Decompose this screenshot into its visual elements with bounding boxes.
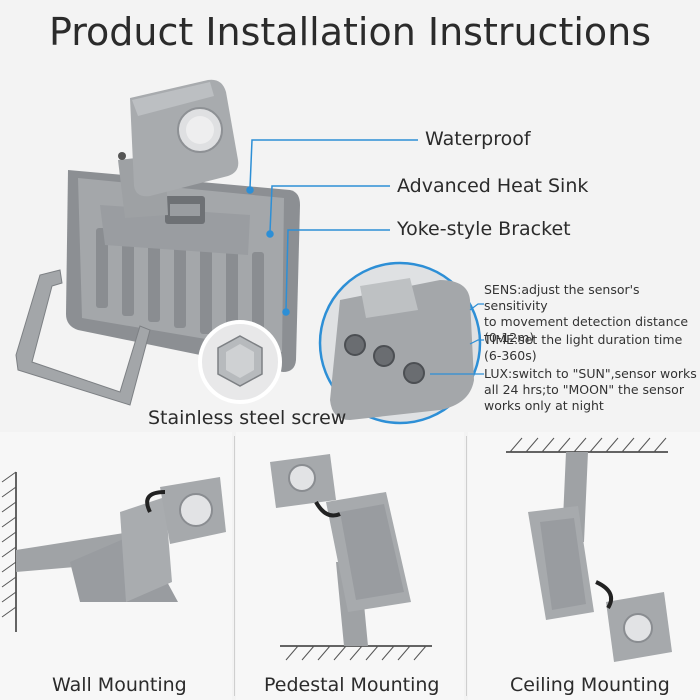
time-description: TIME:set the light duration time (6-360s… <box>484 332 682 364</box>
callout-heat-sink: Advanced Heat Sink <box>397 175 589 197</box>
lux-description: LUX:switch to "SUN",sensor works all 24 … <box>484 366 697 414</box>
yoke-bracket <box>15 269 151 406</box>
callout-bracket: Yoke-style Bracket <box>397 218 571 240</box>
time-line-1: TIME:set the light duration time <box>484 332 683 347</box>
floodlight-illustration <box>15 79 484 425</box>
sens-line-1: SENS:adjust the sensor's sensitivity <box>484 282 640 313</box>
callout-screw: Stainless steel screw <box>148 407 347 429</box>
wall-mounting-label: Wall Mounting <box>52 674 187 696</box>
lux-line-3: works only at night <box>484 398 604 413</box>
sens-line-2: to movement detection distance <box>484 314 689 329</box>
time-line-2: (6-360s) <box>484 348 537 363</box>
sensor-closeup <box>318 261 482 425</box>
callout-waterproof: Waterproof <box>425 128 531 150</box>
sens-description: SENS:adjust the sensor's sensitivity to … <box>484 282 700 346</box>
pir-sensor <box>118 79 239 197</box>
lux-line-2: all 24 hrs;to "MOON" the sensor <box>484 382 684 397</box>
ceiling-mounting-panel: Ceiling Mounting <box>468 432 700 700</box>
wall-mounting-panel: Wall Mounting <box>0 432 232 700</box>
lux-line-1: LUX:switch to "SUN",sensor works <box>484 366 697 381</box>
screw-detail <box>198 320 282 404</box>
page-title: Product Installation Instructions <box>48 10 652 54</box>
callout-lines <box>246 139 418 316</box>
ceiling-mounting-label: Ceiling Mounting <box>510 674 670 696</box>
panel-divider-1 <box>234 436 235 696</box>
panel-divider-2 <box>466 436 467 696</box>
pedestal-mounting-label: Pedestal Mounting <box>264 674 440 696</box>
sens-line-3: (0-12m) <box>484 330 535 345</box>
pedestal-mounting-panel: Pedestal Mounting <box>236 432 464 700</box>
